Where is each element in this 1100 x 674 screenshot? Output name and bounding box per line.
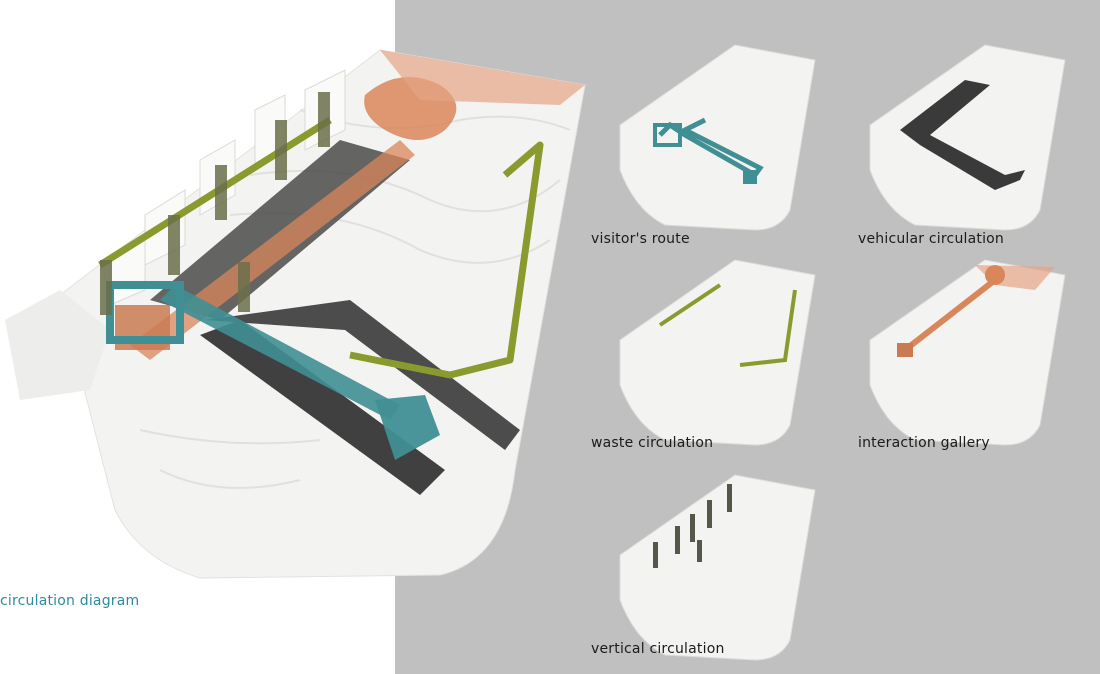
thumb-terrain [869, 259, 1066, 446]
vehicular-road [205, 300, 520, 450]
thumbnail-visitors-route [619, 44, 816, 231]
thumbnail-vehicular-circulation [869, 44, 1066, 231]
thumb-terrain [619, 259, 816, 446]
thumb-terrain [619, 44, 816, 231]
thumbnail-label-vehicular-circulation: vehicular circulation [858, 231, 1004, 247]
thumbnail-label-visitors-route: visitor's route [591, 231, 690, 247]
thumb-route-end [743, 170, 757, 184]
thumb-waste [658, 283, 797, 367]
thumbnail-label-vertical-circulation: vertical circulation [591, 641, 725, 657]
thumb-route-loop [653, 123, 682, 147]
main-caption: circulation diagram [0, 593, 140, 609]
visitor-terminal [375, 395, 440, 460]
thumb-vertical-cores [653, 484, 732, 568]
thumb-terrain [619, 474, 816, 661]
vehicular-strip [200, 320, 445, 495]
visitor-route-path [160, 285, 400, 420]
terrain-contours [139, 109, 571, 489]
vertical-cores [100, 92, 330, 315]
thumbnail-vertical-circulation [619, 474, 816, 661]
thumb-gallery-bridge [903, 277, 997, 353]
thumb-terrain [869, 44, 1066, 231]
gallery-sheet [380, 50, 585, 105]
thumbnail-interaction-gallery [869, 259, 1066, 446]
thumbnail-label-interaction-gallery: interaction gallery [858, 435, 990, 451]
thumbnail-waste-circulation [619, 259, 816, 446]
thumb-gallery-spiral [985, 265, 1005, 285]
thumb-vehicular [900, 80, 1025, 190]
main-circulation-diagram [5, 49, 586, 579]
left-ground [5, 290, 110, 400]
thumb-gallery-block [897, 343, 913, 357]
thumbnail-label-waste-circulation: waste circulation [591, 435, 714, 451]
